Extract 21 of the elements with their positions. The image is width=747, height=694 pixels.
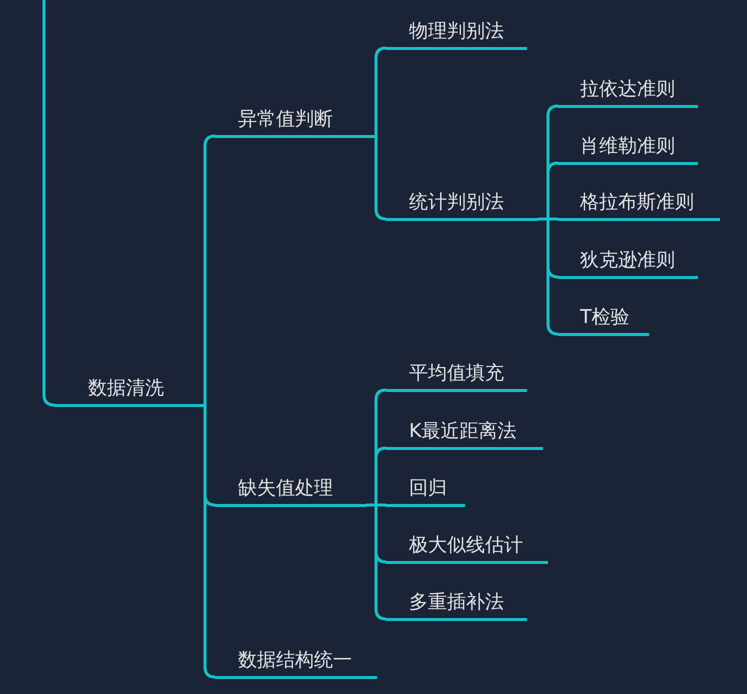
topic-label: 多重插补法 [386, 588, 527, 620]
topic-label: 平均值填充 [386, 360, 527, 392]
branch-line [374, 134, 388, 220]
topic-label: K最近距离法 [386, 418, 543, 450]
topic-label: 缺失值处理 [215, 474, 366, 506]
topic-label: 物理判别法 [386, 18, 527, 50]
topic-label: 数据清洗 [54, 374, 205, 406]
topic-label: T检验 [558, 304, 649, 336]
topic-label: 回归 [386, 474, 465, 506]
topic-label: 肖维勒准则 [558, 132, 698, 164]
topic-label: 格拉布斯准则 [558, 188, 720, 220]
topic-label: 极大似线估计 [386, 532, 548, 564]
branch-line [204, 404, 216, 678]
topic-label: 统计判别法 [386, 188, 538, 220]
topic-label: 狄克逊准则 [558, 246, 698, 278]
topic-label: 异常值判断 [215, 106, 376, 138]
branch-line [374, 46, 388, 138]
topic-label: 拉依达准则 [558, 76, 698, 108]
branch-line [204, 134, 216, 406]
topic-label: 数据结构统一 [215, 646, 377, 678]
branch-line [42, 0, 56, 406]
